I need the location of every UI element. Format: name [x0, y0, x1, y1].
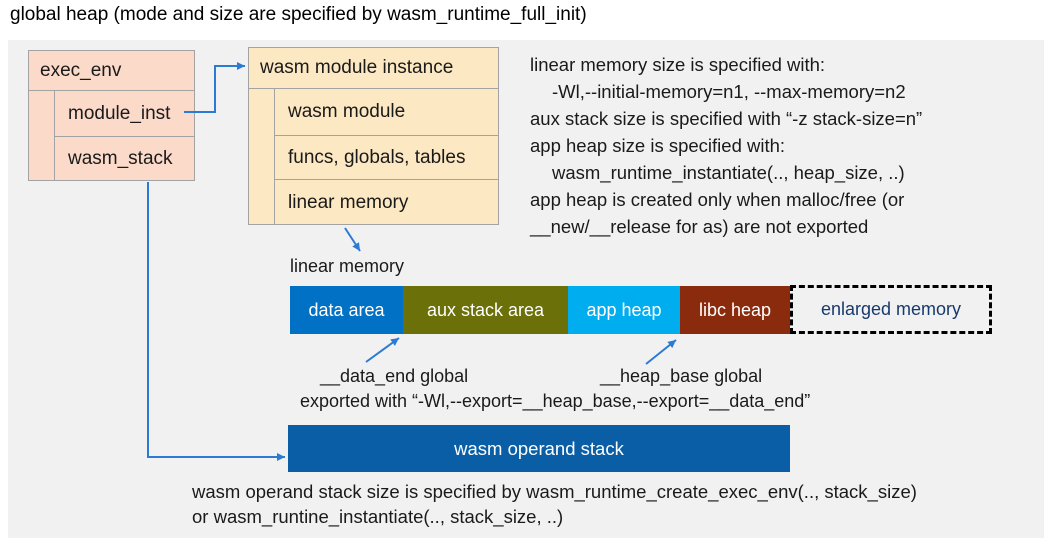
data-end-global-label: __data_end global [320, 366, 469, 386]
wasm-module-instance-header: wasm module instance [249, 48, 498, 89]
exported-flags-label: exported with “-Wl,--export=__heap_base,… [300, 391, 811, 411]
wasm-module-instance-body: wasm module funcs, globals, tables linea… [274, 89, 498, 225]
note-line: __new/__release for as) are not exported [530, 216, 869, 237]
note-line: -Wl,--initial-memory=n1, --max-memory=n2 [552, 81, 906, 102]
segment-app-heap: app heap [568, 286, 680, 334]
operand-stack-note-line1: wasm operand stack size is specified by … [192, 481, 917, 502]
exec-env-row-wasm-stack: wasm_stack [55, 136, 194, 181]
page-title: global heap (mode and size are specified… [10, 4, 587, 25]
segment-data-area: data area [290, 286, 403, 334]
note-line: app heap size is specified with: [530, 135, 786, 156]
note-line: linear memory size is specified with: [530, 54, 826, 75]
linear-memory-label: linear memory [290, 256, 405, 276]
instance-row-linear-memory: linear memory [275, 179, 498, 225]
operand-stack-note-line2: or wasm_runtine_instantiate(.., stack_si… [192, 506, 564, 527]
exec-env-header: exec_env [29, 51, 194, 91]
instance-row-wasm-module: wasm module [288, 101, 406, 122]
exec-env-body: module_inst wasm_stack [54, 91, 194, 181]
note-line: wasm_runtime_instantiate(.., heap_size, … [552, 162, 905, 183]
segment-libc-heap: libc heap [680, 286, 790, 334]
note-line: aux stack size is specified with “-z sta… [530, 108, 923, 129]
heap-base-global-label: __heap_base global [600, 366, 763, 386]
exec-env-row-module-inst: module_inst [68, 102, 171, 124]
segment-aux-stack-area: aux stack area [403, 286, 568, 334]
note-line: app heap is created only when malloc/fre… [530, 189, 905, 210]
wasm-operand-stack-bar: wasm operand stack [288, 425, 790, 472]
memory-size-notes: linear memory size is specified with: -W… [530, 51, 922, 240]
linear-memory-bar: data area aux stack area app heap libc h… [290, 286, 790, 334]
instance-row-funcs-globals-tables: funcs, globals, tables [275, 135, 498, 179]
wasm-module-instance-box: wasm module instance wasm module funcs, … [248, 47, 499, 225]
segment-enlarged-memory: enlarged memory [790, 285, 992, 334]
exec-env-box: exec_env module_inst wasm_stack [28, 50, 195, 181]
